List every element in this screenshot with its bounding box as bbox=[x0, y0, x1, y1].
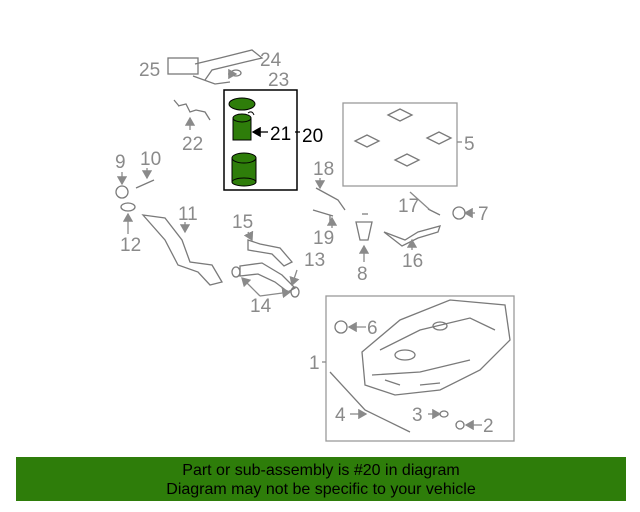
info-banner: Part or sub-assembly is #20 in diagram D… bbox=[16, 457, 626, 501]
callout-10: 10 bbox=[140, 149, 161, 170]
callout-4: 4 bbox=[335, 405, 346, 426]
banner-line-2: Diagram may not be specific to your vehi… bbox=[166, 481, 476, 498]
callout-3: 3 bbox=[412, 405, 423, 426]
callout-8: 8 bbox=[357, 264, 368, 285]
fuel-pump-box bbox=[223, 89, 298, 191]
leader-lines bbox=[116, 68, 482, 431]
part-6-grommet bbox=[334, 320, 348, 334]
part-11-filler-neck bbox=[141, 214, 224, 286]
callout-17: 17 bbox=[398, 196, 419, 217]
part-13-hose bbox=[239, 262, 297, 293]
banner-line-1: Part or sub-assembly is #20 in diagram bbox=[182, 462, 460, 479]
part-22-sensor bbox=[173, 99, 211, 121]
callout-25: 25 bbox=[139, 60, 160, 81]
callout-20: 20 bbox=[302, 126, 323, 147]
fuel-tank-box bbox=[325, 295, 515, 442]
callout-5: 5 bbox=[464, 134, 475, 155]
callout-9: 9 bbox=[115, 152, 126, 173]
callout-11: 11 bbox=[178, 204, 198, 225]
part-7-cap bbox=[452, 206, 466, 220]
callout-24: 24 bbox=[260, 50, 282, 71]
pads-box bbox=[342, 102, 458, 187]
callout-12: 12 bbox=[120, 235, 141, 256]
callout-19: 19 bbox=[313, 228, 334, 249]
part-8-sender bbox=[355, 213, 373, 241]
callout-7: 7 bbox=[478, 204, 489, 225]
callout-13: 13 bbox=[304, 250, 325, 271]
part-12-ring bbox=[120, 202, 136, 212]
callout-16: 16 bbox=[402, 251, 423, 272]
part-3-clip bbox=[439, 410, 449, 418]
callout-18: 18 bbox=[313, 159, 334, 180]
part-18-hose bbox=[312, 187, 346, 217]
callout-22: 22 bbox=[182, 134, 203, 155]
part-24-25-bracket bbox=[167, 49, 264, 85]
parts-diagram: 25 24 23 22 21 20 5 9 10 18 17 7 11 12 1… bbox=[115, 49, 515, 442]
part-9-cap bbox=[115, 185, 129, 199]
part-2-bolt bbox=[455, 420, 465, 430]
callout-1: 1 bbox=[309, 353, 320, 374]
callout-14: 14 bbox=[250, 296, 272, 317]
callout-23: 23 bbox=[268, 70, 289, 91]
part-15-hose bbox=[247, 239, 294, 267]
part-16-tube bbox=[383, 225, 442, 247]
part-10-strip bbox=[135, 179, 155, 189]
fuel-tank-drawing bbox=[361, 299, 511, 396]
pad-shapes bbox=[353, 108, 453, 167]
callout-6: 6 bbox=[367, 318, 378, 339]
fuel-pump-assembly bbox=[228, 97, 257, 187]
callout-15: 15 bbox=[232, 212, 253, 233]
callout-2: 2 bbox=[483, 416, 494, 437]
part-14-clamp bbox=[231, 266, 241, 278]
callout-21: 21 bbox=[270, 124, 291, 145]
